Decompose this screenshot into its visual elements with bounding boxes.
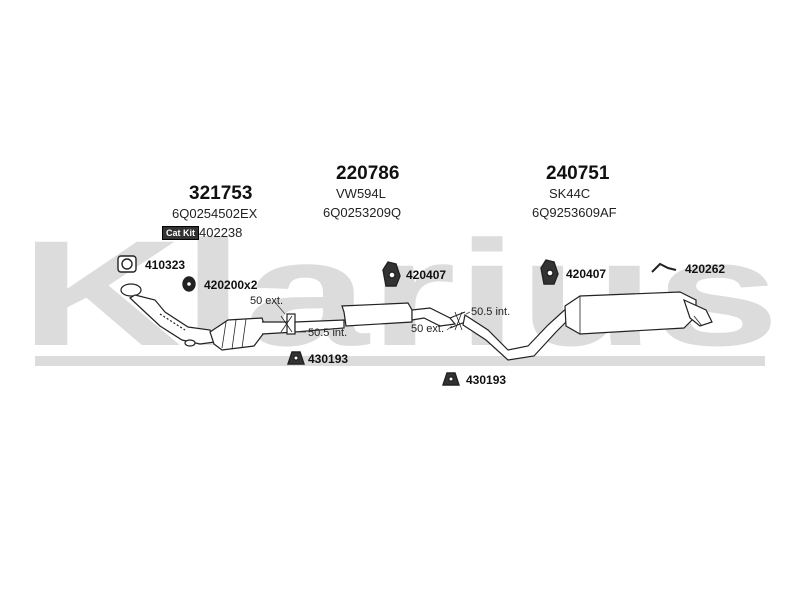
oem-code-center: 6Q0253209Q: [323, 205, 402, 220]
hanger-icon-a: [382, 261, 401, 287]
part-420200: 420200x2: [204, 278, 258, 292]
dim-50-ext-a: 50 ext.: [250, 295, 284, 307]
oem-code-right: 6Q9253609AF: [532, 205, 617, 220]
gasket-icon: [117, 255, 137, 273]
part-number-240751: 240751: [546, 163, 610, 184]
hanger-icon-b: [540, 259, 559, 285]
part-number-321753: 321753: [189, 183, 253, 204]
part-420407-b: 420407: [566, 267, 607, 281]
part-430193-a: 430193: [308, 352, 349, 366]
cat-kit-value: 402238: [199, 225, 243, 240]
catalytic-converter: [209, 317, 296, 351]
rubber-mount-icon-a: [182, 276, 196, 292]
model-right: SK44C: [549, 186, 591, 201]
part-420262: 420262: [685, 262, 726, 276]
part-number-220786: 220786: [336, 163, 400, 184]
rear-silencer: [564, 291, 713, 335]
dim-50-5-int-a: 50.5 int.: [308, 327, 348, 339]
dim-50-ext-b: 50 ext.: [411, 323, 445, 335]
hook-bracket-icon: [651, 262, 677, 273]
part-420407-a: 420407: [406, 268, 447, 282]
front-pipe: [120, 283, 216, 347]
watermark-bar: [35, 356, 765, 366]
part-430193-b: 430193: [466, 373, 507, 387]
model-center: VW594L: [336, 186, 386, 201]
cat-kit-badge: Cat Kit: [162, 226, 199, 240]
bracket-icon-b: [442, 372, 460, 386]
clamp-2: [449, 311, 466, 331]
bracket-icon-a: [287, 351, 305, 365]
center-silencer: [294, 302, 457, 333]
oem-code-left: 6Q0254502EX: [172, 206, 258, 221]
dim-50-5-int-b: 50.5 int.: [471, 306, 511, 318]
part-410323: 410323: [145, 258, 186, 272]
